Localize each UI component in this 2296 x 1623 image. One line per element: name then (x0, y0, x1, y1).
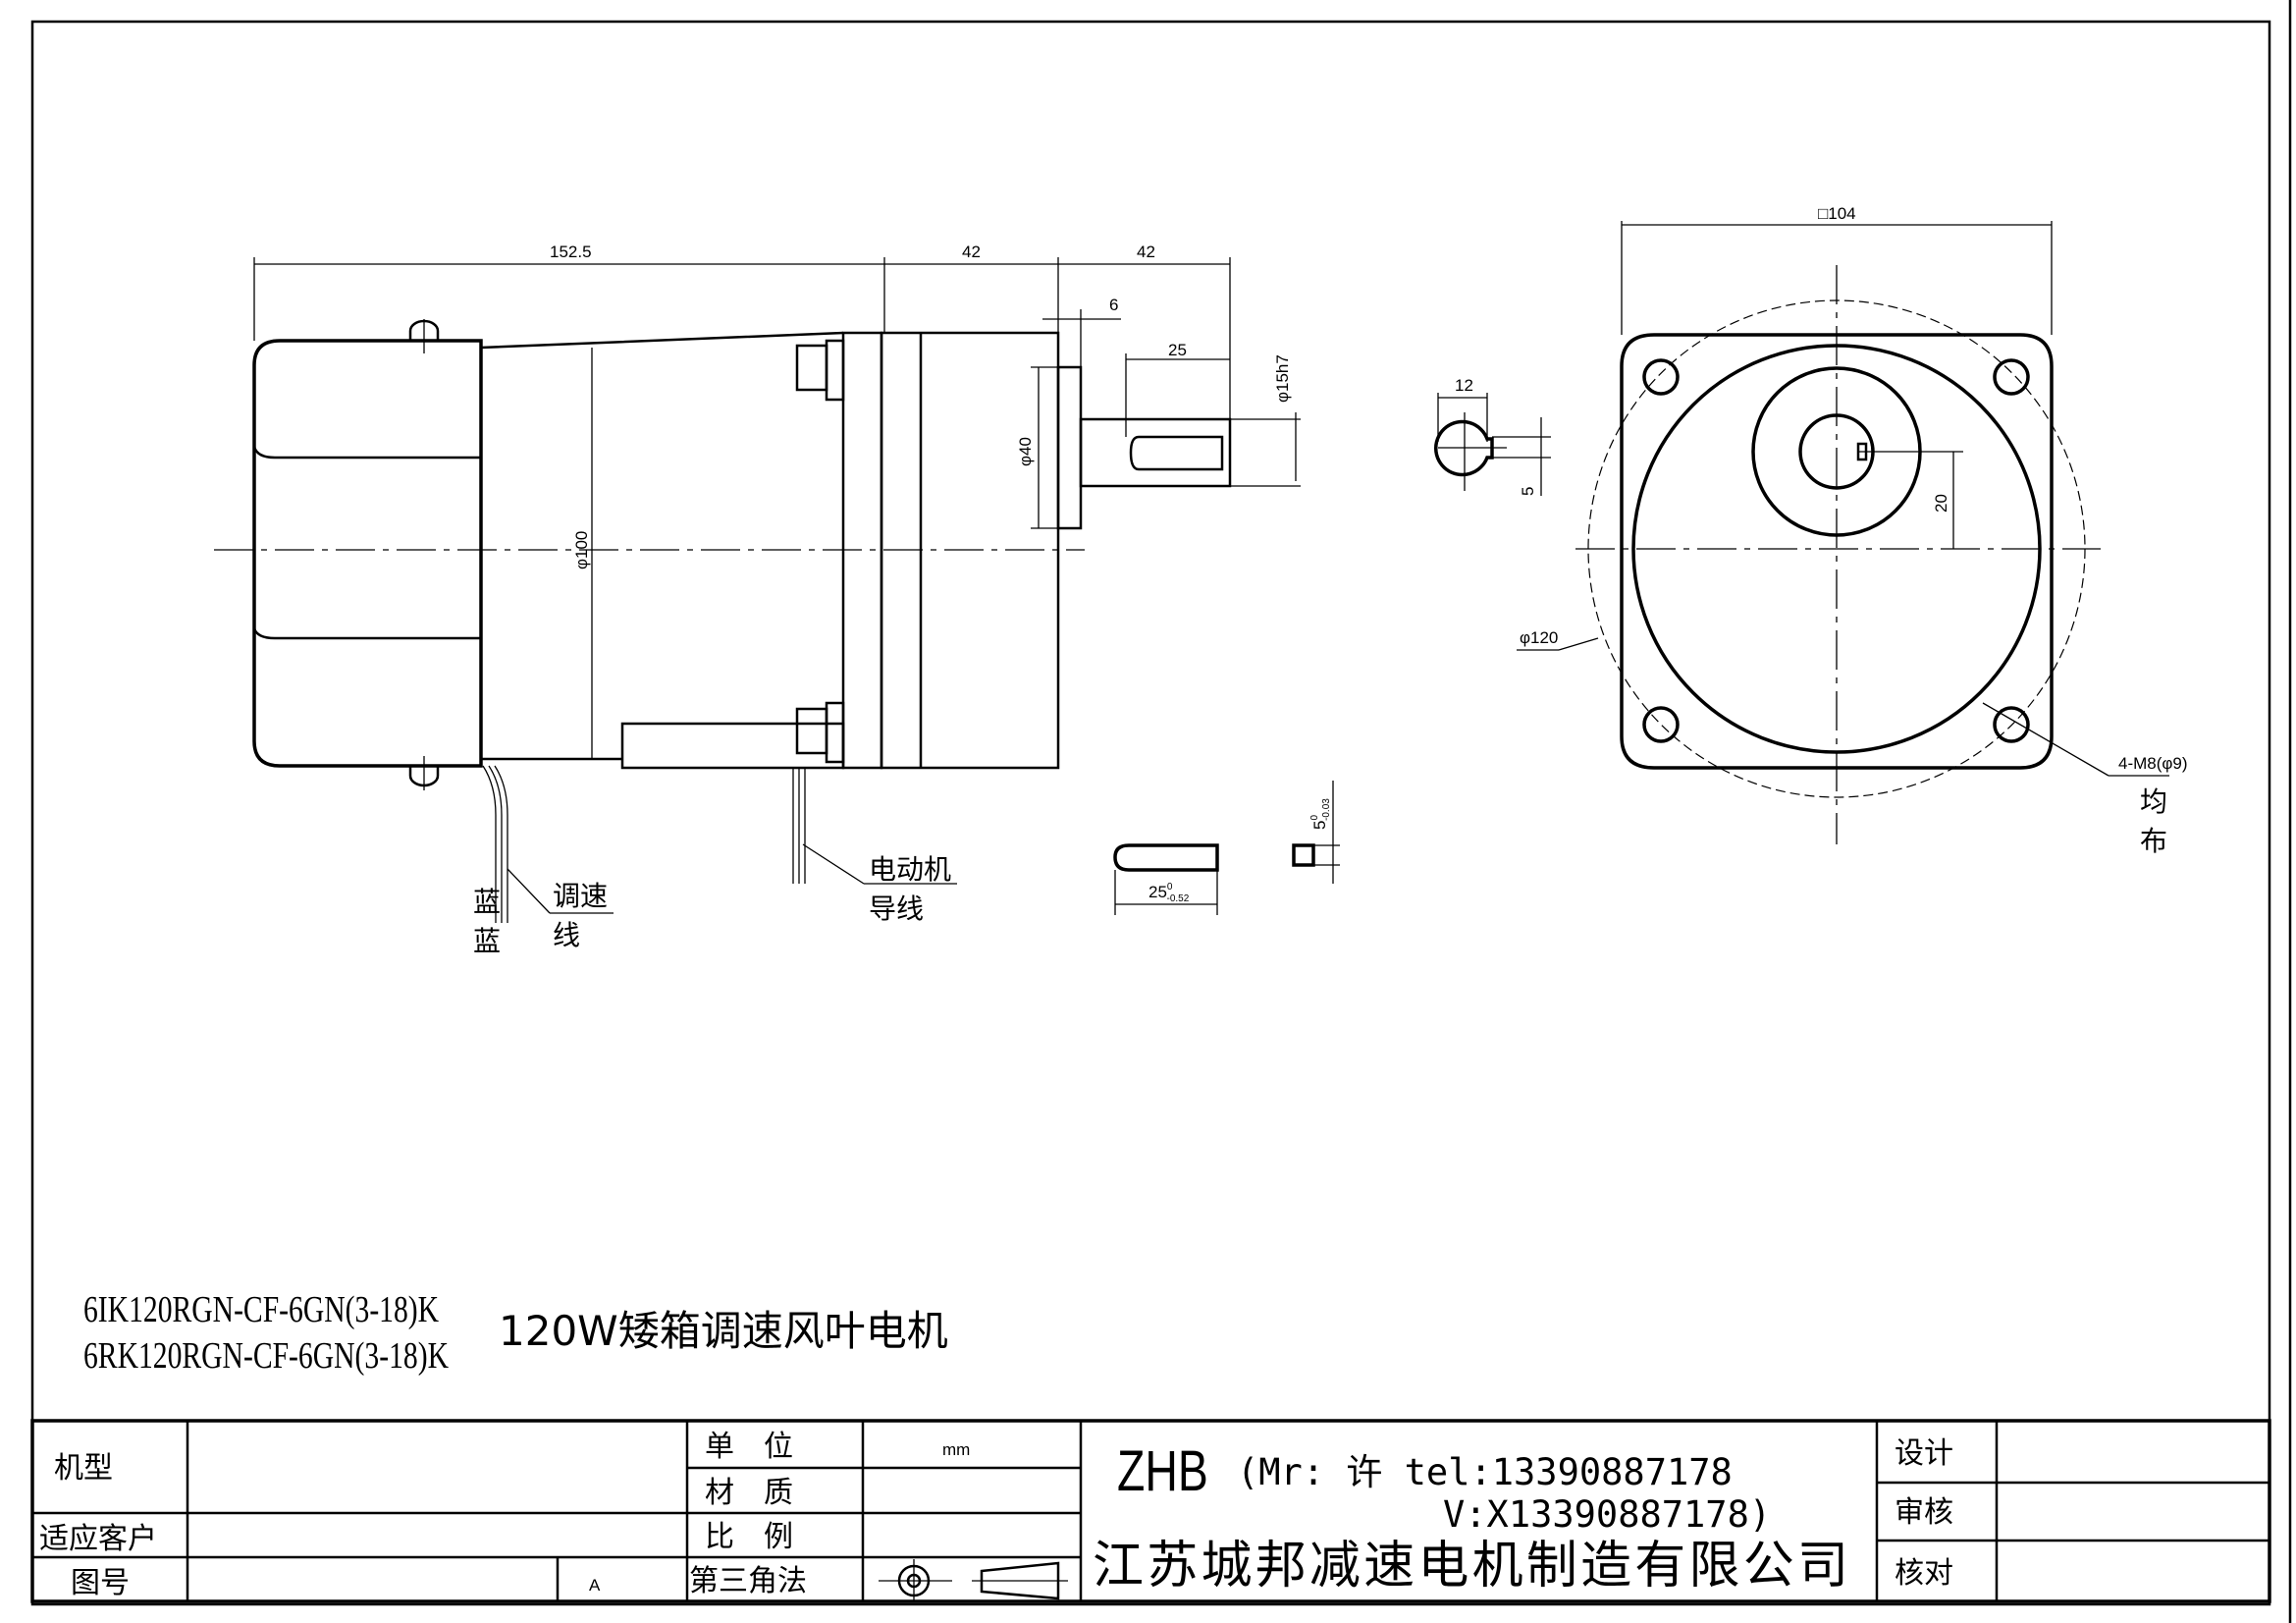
unit-value: mm (942, 1440, 970, 1459)
dim-42-gearbox: 42 (962, 243, 981, 261)
check-label: 核对 (1895, 1556, 1953, 1591)
design-label: 设计 (1895, 1436, 1953, 1471)
dim-bolt-circle: φ120 (1520, 628, 1558, 647)
holes-note-1: 均 (2140, 785, 2167, 818)
review-label: 审核 (1895, 1495, 1953, 1530)
revision: A (589, 1576, 601, 1595)
label-motor-wire-2: 导线 (869, 893, 924, 925)
scale-label: 比 例 (705, 1520, 793, 1554)
drawing-no-label: 图号 (71, 1566, 130, 1600)
key-height: 50-0.03 (1309, 798, 1332, 830)
label-blue-2: 蓝 (473, 925, 501, 957)
holes-note-2: 布 (2140, 825, 2167, 857)
dim-12: 12 (1455, 376, 1473, 395)
label-motor-wire-1: 电动机 (869, 853, 951, 886)
material-label: 材 质 (705, 1476, 793, 1510)
key-detail: 250-0.52 50-0.03 (1113, 781, 1340, 915)
dim-shaft-dia: φ15h7 (1273, 354, 1292, 403)
model-2: 6RK120RGN-CF-6GN(3-18)K (83, 1336, 449, 1377)
company-name: 江苏城邦减速电机制造有限公司 (1093, 1537, 1848, 1596)
dim-6: 6 (1109, 296, 1118, 314)
front-view: □104 φ120 20 4-M8(φ9) 均 布 (1517, 204, 2188, 857)
label-speed-wire-2: 线 (553, 919, 580, 951)
projection-label: 第三角法 (689, 1564, 807, 1598)
key-length: 250-0.52 (1148, 882, 1190, 904)
label-blue-1: 蓝 (473, 886, 501, 918)
model-label: 机型 (54, 1451, 113, 1486)
dim-152-5: 152.5 (550, 243, 592, 261)
contact-line-1: (Mr: 许 tel:13390887178 (1237, 1451, 1733, 1493)
drawing-frame (30, 20, 2271, 1606)
third-angle-projection-icon (879, 1559, 1068, 1602)
dim-pilot-dia: φ40 (1016, 437, 1035, 466)
dim-square-104: □104 (1818, 204, 1856, 223)
dim-holes: 4-M8(φ9) (2118, 754, 2188, 773)
dim-42-shaft: 42 (1137, 243, 1155, 261)
dim-5: 5 (1519, 487, 1537, 496)
product-name: 120W矮箱调速风叶电机 (499, 1307, 948, 1355)
model-1: 6IK120RGN-CF-6GN(3-18)K (83, 1290, 439, 1330)
unit-label: 单 位 (705, 1430, 793, 1464)
dim-25: 25 (1168, 341, 1187, 359)
customer-label: 适应客户 (39, 1522, 157, 1556)
contact-line-2: V:X13390887178) (1443, 1493, 1771, 1536)
title-block: 机型 适应客户 图号 单 位 材 质 比 例 第三角法 设计 审核 核对 A m… (30, 1419, 2271, 1603)
dim-body-dia: φ100 (572, 531, 591, 569)
brand: ZHB (1117, 1439, 1208, 1503)
shaft-section: 12 5 (1434, 376, 1551, 496)
side-view: 152.5 42 42 6 25 φ15h7 φ40 φ100 蓝 蓝 调速 线… (214, 243, 1301, 957)
label-speed-wire-1: 调速 (553, 880, 608, 912)
dim-offset-20: 20 (1932, 494, 1950, 513)
